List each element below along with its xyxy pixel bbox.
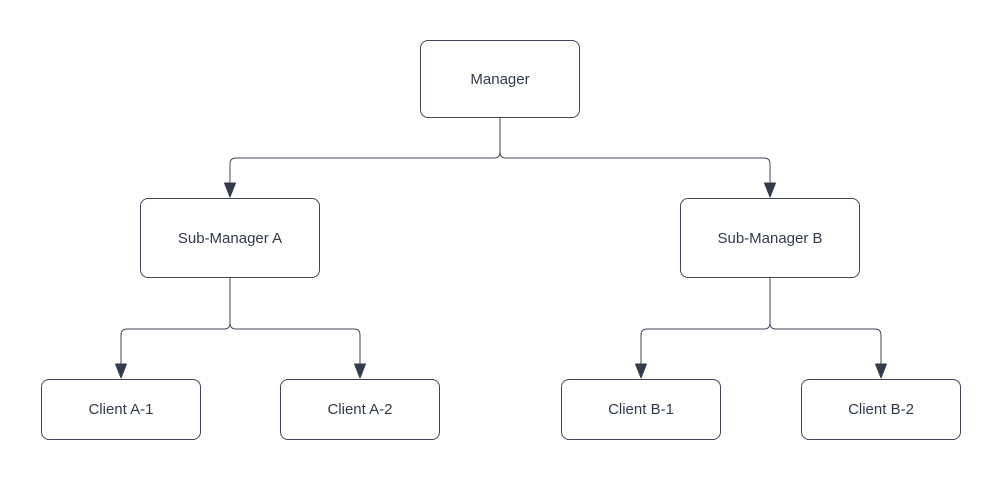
edge-sub-a-to-client-a2 bbox=[229, 278, 361, 364]
node-client-a2[interactable]: Client A-2 bbox=[280, 379, 440, 440]
node-client-a1[interactable]: Client A-1 bbox=[41, 379, 201, 440]
node-sub-manager-a-label: Sub-Manager A bbox=[177, 229, 283, 247]
arrowhead-sub-b bbox=[764, 182, 776, 198]
node-client-a2-label: Client A-2 bbox=[327, 401, 393, 418]
edge-sub-a-to-client-a1 bbox=[120, 278, 231, 364]
node-client-a1-label: Client A-1 bbox=[88, 401, 154, 418]
node-client-b1-label: Client B-1 bbox=[608, 401, 674, 418]
arrowhead-sub-a bbox=[224, 182, 236, 198]
arrowhead-client-a2 bbox=[354, 363, 366, 379]
arrowhead-client-b2 bbox=[875, 363, 887, 379]
node-sub-manager-b-label: Sub-Manager B bbox=[717, 229, 823, 247]
node-sub-manager-b[interactable]: Sub-Manager B bbox=[680, 198, 860, 278]
edge-manager-to-sub-b bbox=[499, 118, 771, 183]
node-sub-manager-a[interactable]: Sub-Manager A bbox=[140, 198, 320, 278]
node-manager-label: Manager bbox=[470, 70, 530, 88]
node-client-b2-label: Client B-2 bbox=[848, 401, 914, 418]
node-client-b1[interactable]: Client B-1 bbox=[561, 379, 721, 440]
edge-sub-b-to-client-b2 bbox=[769, 278, 882, 364]
node-client-b2[interactable]: Client B-2 bbox=[801, 379, 961, 440]
edge-sub-b-to-client-b1 bbox=[640, 278, 771, 364]
node-manager[interactable]: Manager bbox=[420, 40, 580, 118]
arrowhead-client-b1 bbox=[635, 363, 647, 379]
edge-manager-to-sub-a bbox=[229, 118, 501, 183]
arrowhead-client-a1 bbox=[115, 363, 127, 379]
